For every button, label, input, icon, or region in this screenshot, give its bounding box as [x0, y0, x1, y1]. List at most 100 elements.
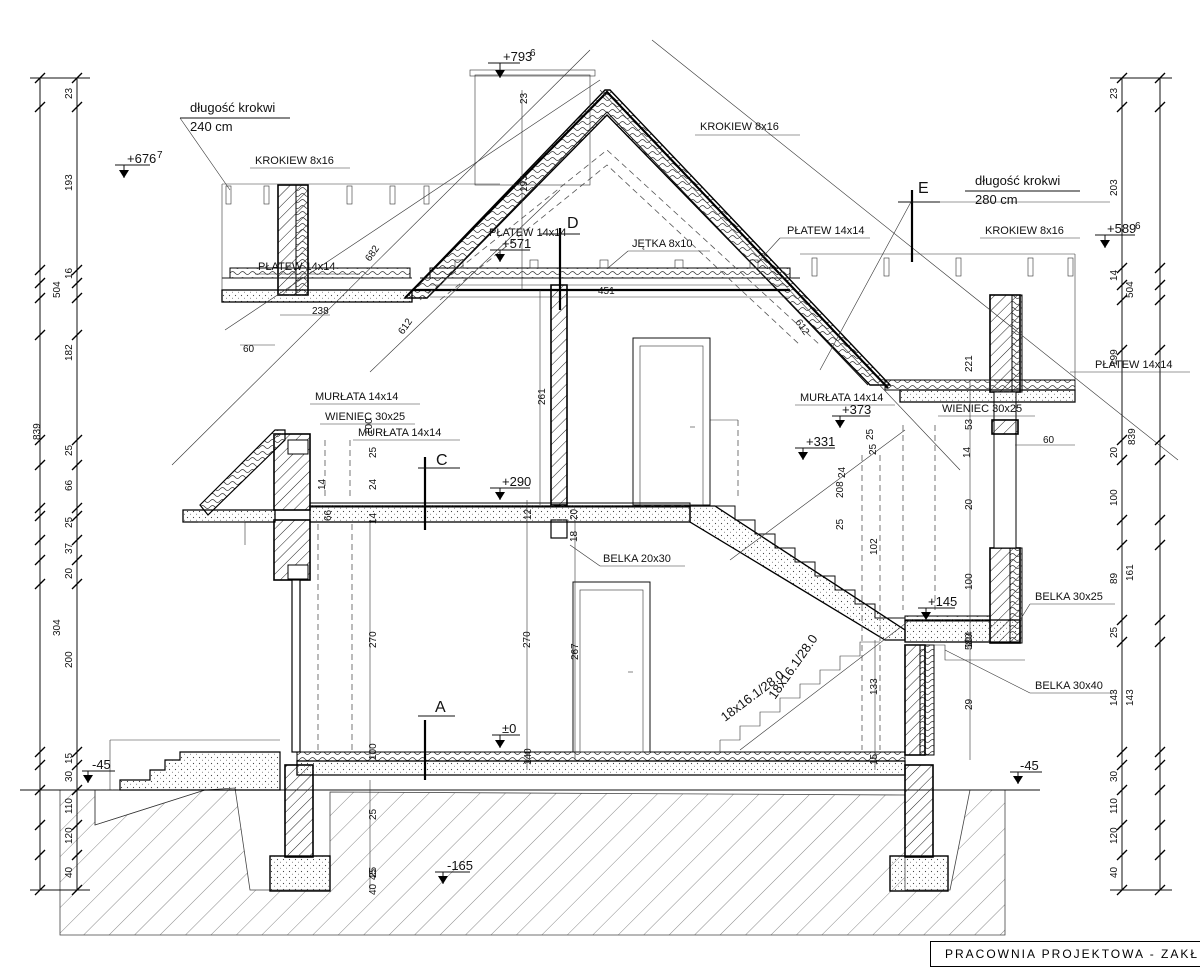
dimension-tick: [1154, 434, 1166, 446]
dimension-tick: [1116, 884, 1128, 896]
belka-30x25-label: BELKA 30x25: [1035, 591, 1103, 603]
svg-text:-45: -45: [92, 757, 111, 772]
right-dimension-value: 143: [1109, 689, 1120, 706]
dimension-tick: [71, 329, 83, 341]
belka-20x30-label: BELKA 20x30: [603, 553, 671, 565]
inner-dimension-value: 580: [964, 633, 975, 650]
dimension-tick: [1116, 454, 1128, 466]
dimension-tick: [71, 534, 83, 546]
dimension-tick: [34, 554, 46, 566]
right-window: [993, 391, 1017, 549]
dimension-tick: [71, 884, 83, 896]
left-dimension-value: 504: [52, 281, 63, 298]
platew-right-label: PŁATEW 14x14: [1095, 359, 1172, 371]
inner-dimension-value: 612: [396, 316, 415, 336]
section-marker-c: C: [418, 452, 460, 530]
left-dimension-value: 25: [64, 444, 75, 456]
inner-dimension-value: 18: [569, 530, 580, 542]
left-entrance-steps: [109, 739, 281, 791]
dimension-tick: [1116, 514, 1128, 526]
right-dimension-value: 120: [1109, 827, 1120, 844]
left-dimension-chain: [30, 77, 90, 891]
svg-text:D: D: [567, 215, 579, 232]
svg-text:6: 6: [530, 48, 536, 59]
dimension-tick: [1116, 101, 1128, 113]
left-dimension-value: 25: [64, 516, 75, 528]
dimension-tick: [71, 746, 83, 758]
left-dimension-ticks: [34, 72, 83, 896]
level-145: +145: [918, 594, 957, 620]
attic-door: [632, 337, 711, 506]
right-dimension-value: 40: [1109, 866, 1120, 878]
inner-dimension-value: 267: [570, 643, 581, 660]
inner-dimension-value: 14: [962, 446, 973, 458]
dimension-tick: [1116, 279, 1128, 291]
svg-text:C: C: [436, 452, 448, 469]
dimension-tick: [34, 502, 46, 514]
dimension-tick: [71, 434, 83, 446]
dimension-tick: [1116, 759, 1128, 771]
dimension-tick: [71, 292, 83, 304]
svg-text:-45: -45: [1020, 758, 1039, 773]
dimension-tick: [71, 578, 83, 590]
right-dimension-value: 110: [1109, 798, 1120, 814]
right-dimension-value: 504: [1125, 281, 1136, 298]
right-total-dim: 839: [1127, 428, 1138, 445]
murlata-left2-label: MURŁATA 14x14: [358, 427, 441, 439]
level-terrain-right: -45: [1010, 758, 1042, 784]
svg-text:7: 7: [157, 150, 163, 161]
right-dimension-ticks: [1116, 72, 1166, 896]
inner-dimension-value: 24: [368, 478, 379, 490]
right-dimension-value: 199: [1109, 349, 1120, 366]
dimension-tick: [34, 459, 46, 471]
section-marker-a: A: [418, 699, 455, 780]
left-dimension-value: 182: [64, 344, 75, 361]
roof: [199, 69, 1076, 516]
footing-right: [889, 855, 949, 892]
level-373: +373: [832, 402, 871, 428]
dimension-tick: [1154, 262, 1166, 274]
left-total-dim: 839: [32, 423, 43, 440]
inner-dimension-value: 100: [364, 418, 375, 435]
inner-dimension-value: 193: [519, 175, 530, 192]
right-dimension-chain: [1110, 77, 1172, 891]
dimension-tick: [34, 884, 46, 896]
right-dimension-value: 23: [1109, 87, 1120, 99]
dimension-tick: [34, 578, 46, 590]
dimension-tick: [1154, 614, 1166, 626]
landing-slab: [904, 619, 1021, 643]
dimension-tick: [1154, 539, 1166, 551]
foundations: [269, 764, 949, 892]
dimension-tick: [34, 264, 46, 276]
inner-dimension-value: 12: [523, 508, 534, 520]
inner-dimension-value: 45: [368, 868, 379, 880]
dimension-tick: [71, 784, 83, 796]
left-dimension-value: 15: [64, 752, 75, 764]
dimension-tick: [34, 277, 46, 289]
doors: [572, 337, 711, 753]
right-dimension-value: 161: [1125, 564, 1136, 581]
level-331: +331: [795, 434, 835, 460]
inner-dimension-value: 25: [835, 518, 846, 530]
svg-text:+331: +331: [806, 434, 835, 449]
dimension-tick: [1116, 746, 1128, 758]
dimension-tick: [1154, 514, 1166, 526]
stairs-upper-label: 18x16.1/28.0: [765, 632, 820, 702]
dimension-tick: [1116, 539, 1128, 551]
right-dimension-value: 203: [1109, 179, 1120, 196]
dimension-tick: [1116, 784, 1128, 796]
svg-text:±0: ±0: [502, 721, 516, 736]
walls: [273, 184, 1023, 756]
dimension-tick: [1116, 614, 1128, 626]
dimension-tick: [34, 819, 46, 831]
inner-dimension-value: 25: [368, 866, 379, 878]
dimension-tick: [1116, 636, 1128, 648]
inner-dimension-value: 66: [323, 509, 334, 521]
foundation-wall-right: [904, 764, 934, 858]
dimension-tick: [1116, 262, 1128, 274]
level-foundation: -165: [435, 858, 473, 884]
inner-dimension-value: 20: [569, 508, 580, 520]
dimension-tick: [34, 849, 46, 861]
left-dimension-value: 20: [64, 567, 75, 579]
inner-dimension-value: 102: [869, 538, 880, 555]
